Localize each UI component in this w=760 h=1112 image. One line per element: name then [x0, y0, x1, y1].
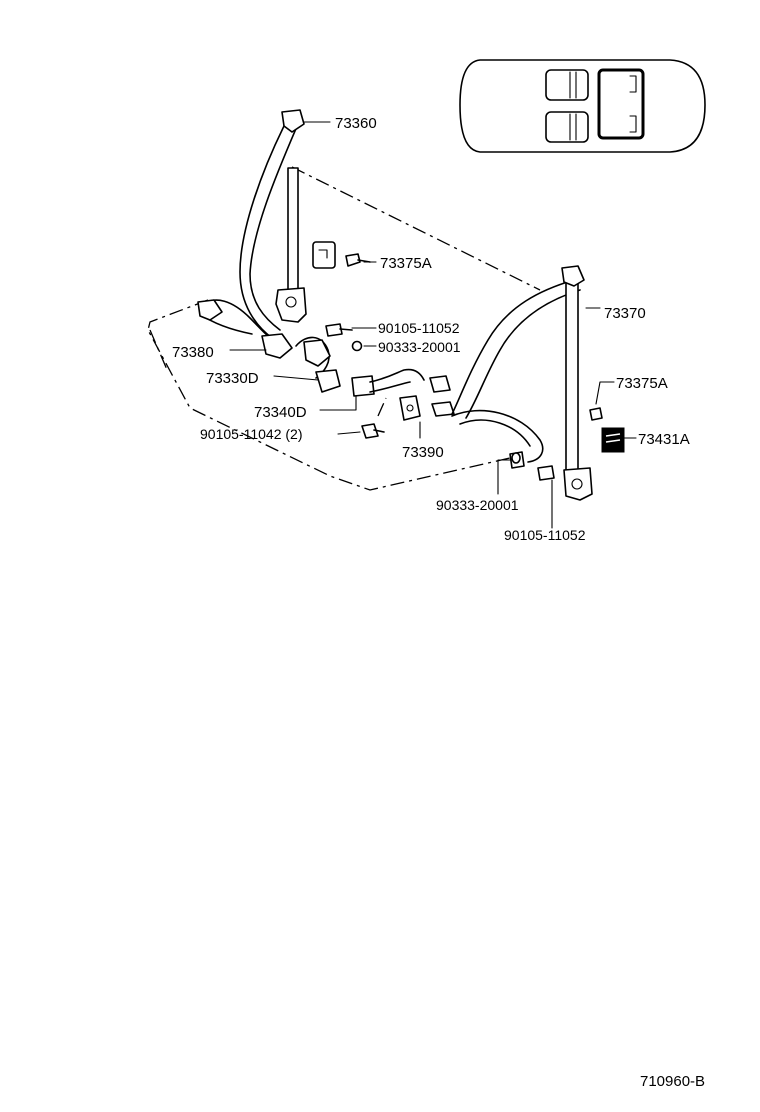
- right-retractor-belt: [451, 265, 593, 501]
- part-number-labels: 73360 73375A 73370 90105-11052 90333-200…: [172, 115, 690, 543]
- leader-lines: [229, 121, 637, 529]
- label-90333-20001-lower: 90333-20001: [436, 497, 519, 513]
- label-90333-20001-upper: 90333-20001: [378, 339, 461, 355]
- vehicle-location-inset: [459, 59, 706, 153]
- label-73370: 73370: [604, 305, 646, 322]
- label-90105-11042: 90105-11042 (2): [200, 426, 302, 442]
- left-lap-belt: [197, 299, 293, 359]
- left-retractor-belt: [239, 109, 336, 339]
- label-73375a-right: 73375A: [616, 375, 668, 392]
- label-73431a: 73431A: [638, 431, 690, 448]
- label-73390: 73390: [402, 444, 444, 461]
- small-parts: [325, 253, 625, 481]
- center-buckle-cluster: [295, 336, 455, 421]
- label-90105-11052-upper: 90105-11052: [378, 320, 460, 336]
- label-73360: 73360: [335, 115, 377, 132]
- label-73375a-upper: 73375A: [380, 255, 432, 272]
- label-90105-11052-lower: 90105-11052: [504, 527, 586, 543]
- seat-outline: [147, 166, 541, 491]
- label-73340d: 73340D: [254, 404, 307, 421]
- label-73380: 73380: [172, 344, 214, 361]
- label-73330d: 73330D: [206, 370, 259, 387]
- figure-code: 710960-B: [640, 1073, 705, 1090]
